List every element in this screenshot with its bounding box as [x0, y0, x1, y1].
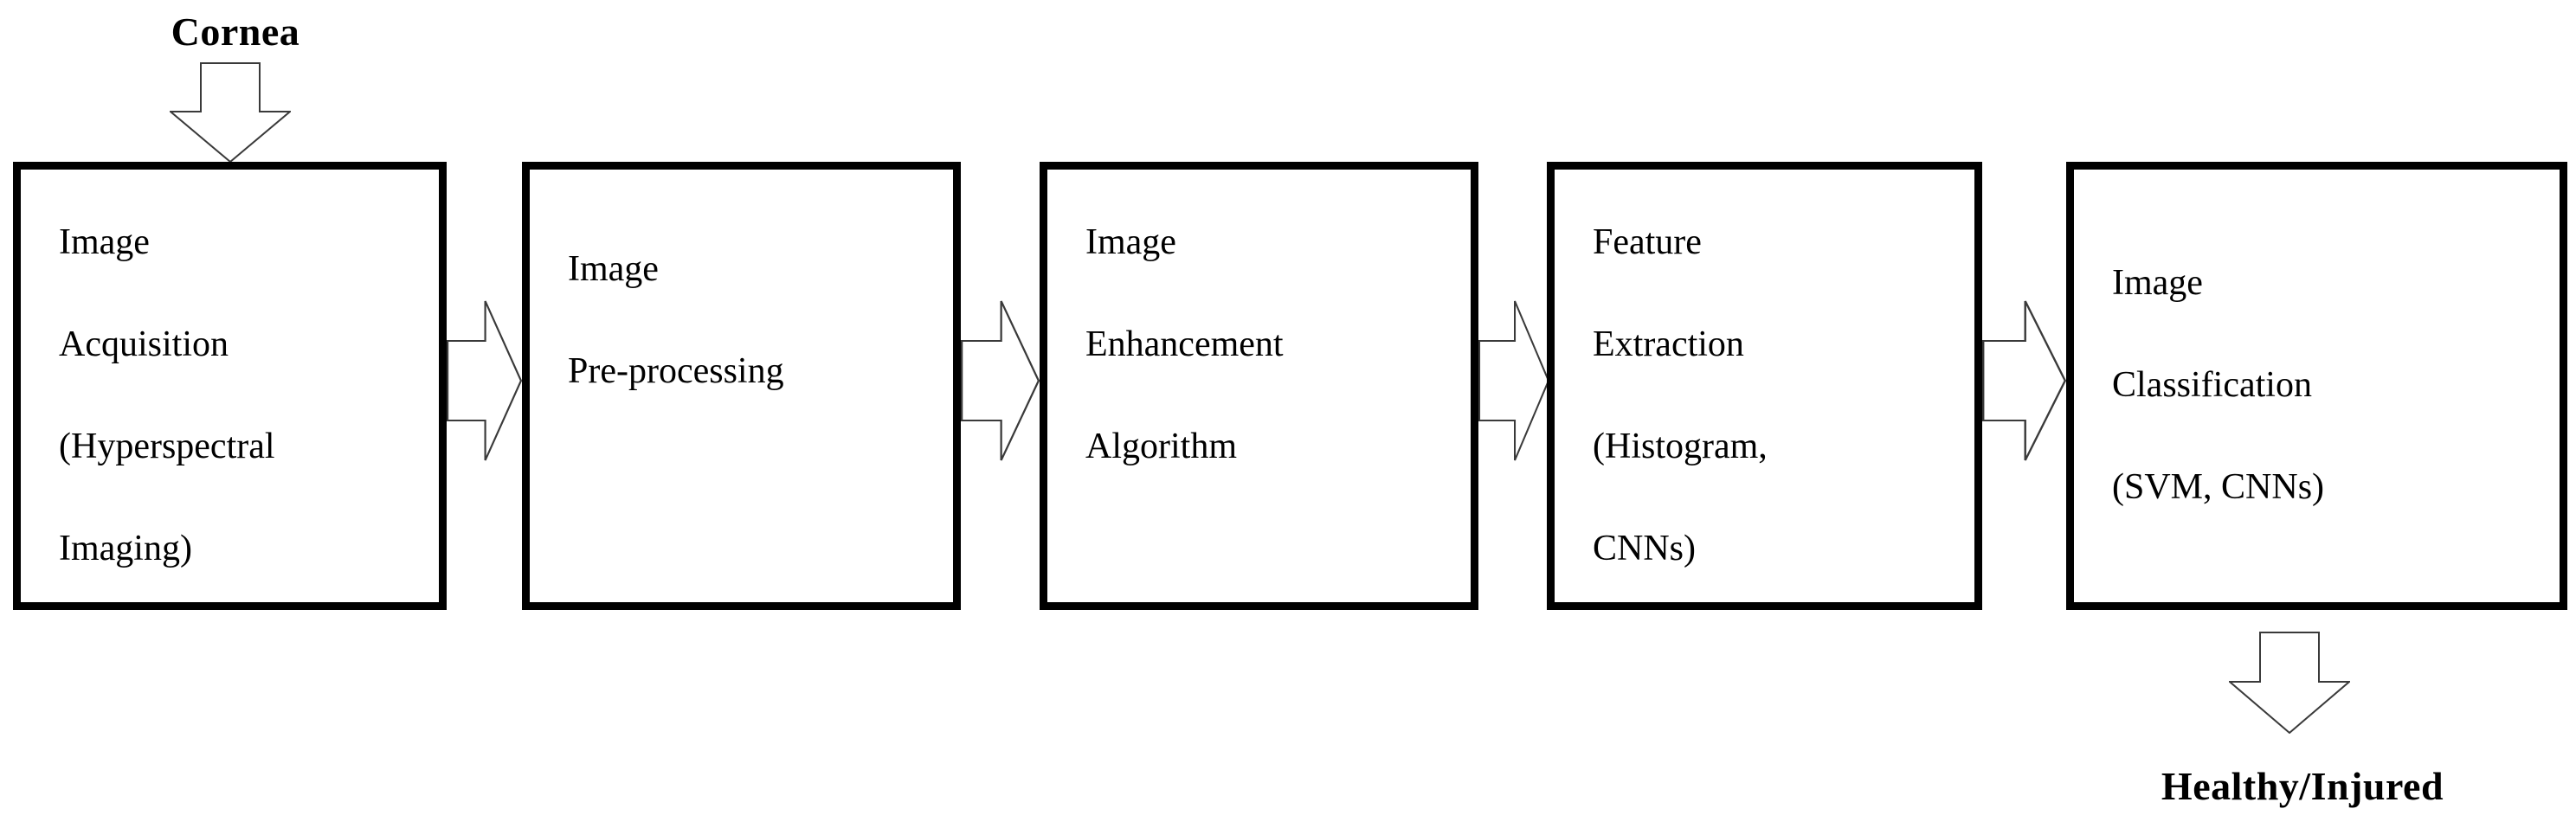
- box-text-line: CNNs): [1593, 529, 1697, 568]
- down-block-arrow-icon: [2229, 632, 2350, 734]
- box-text-line: Image: [2112, 263, 2203, 303]
- box-text-line: Imaging): [59, 529, 192, 568]
- box-text-line: Pre-processing: [568, 351, 784, 391]
- box-text-line: (Histogram,: [1593, 427, 1768, 466]
- input-label-cornea: Cornea: [171, 10, 300, 54]
- box-text-line: Enhancement: [1085, 324, 1284, 364]
- box-text-line: Extraction: [1593, 324, 1744, 364]
- box-text-line: Acquisition: [59, 324, 229, 364]
- right-block-arrow-icon: [1478, 300, 1549, 461]
- box-text-line: (Hyperspectral: [59, 427, 275, 466]
- box-text-line: Image: [568, 249, 659, 289]
- box-text-line: Image: [1085, 222, 1176, 262]
- process-box-image-enhancement: Image Enhancement Algorithm: [1040, 162, 1478, 610]
- output-label-healthy-injured: Healthy/Injured: [2161, 764, 2444, 808]
- process-box-feature-extraction: Feature Extraction (Histogram, CNNs): [1547, 162, 1982, 610]
- right-block-arrow-icon: [447, 300, 522, 461]
- process-box-image-classification: Image Classification (SVM, CNNs): [2066, 162, 2567, 610]
- box-text-line: Classification: [2112, 365, 2312, 405]
- right-block-arrow-icon: [961, 300, 1040, 461]
- box-text-line: Algorithm: [1085, 427, 1237, 466]
- down-block-arrow-icon: [170, 62, 291, 163]
- right-block-arrow-icon: [1982, 300, 2066, 461]
- process-box-image-acquisition: Image Acquisition (Hyperspectral Imaging…: [13, 162, 447, 610]
- box-text-line: Image: [59, 222, 150, 262]
- box-text-line: Feature: [1593, 222, 1702, 262]
- box-text-line: (SVM, CNNs): [2112, 467, 2325, 507]
- process-box-image-pre-processing: Image Pre-processing: [522, 162, 961, 610]
